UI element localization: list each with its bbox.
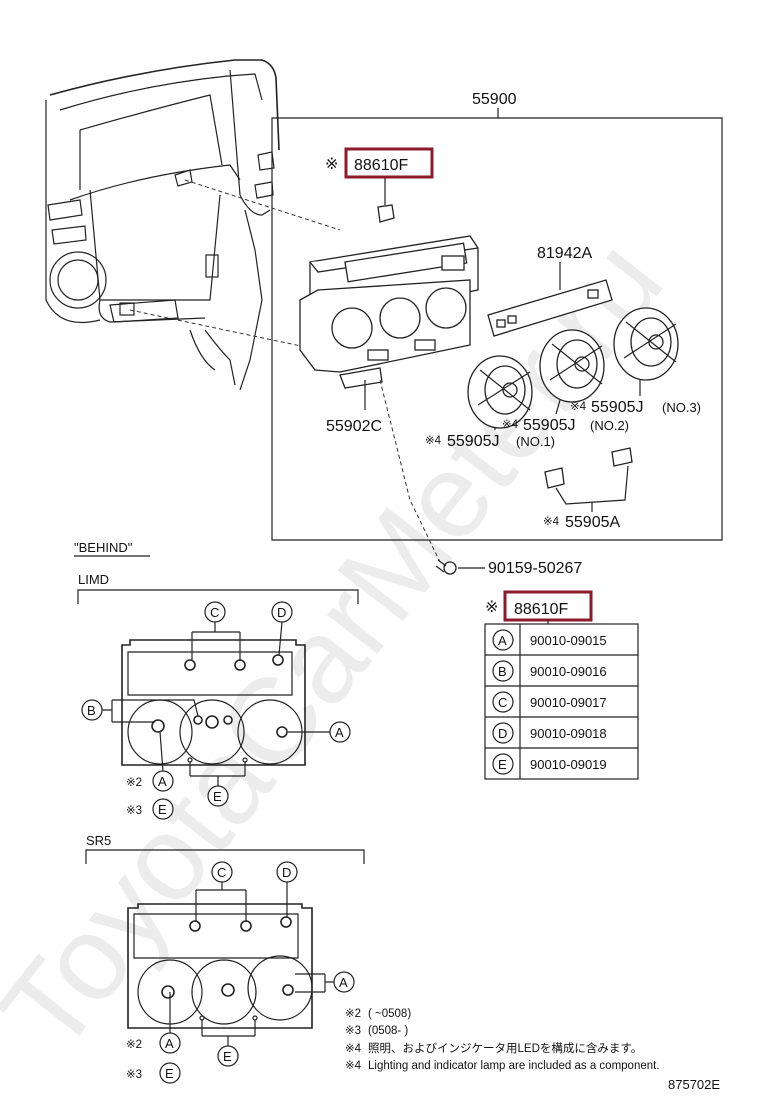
variant-limd-label: LIMD (78, 572, 109, 587)
button-part-number[interactable]: 55905A (565, 514, 620, 531)
ref-mark-table: ※ (485, 599, 498, 616)
note-mark-4: ※4 (345, 1060, 362, 1072)
knob2-note: (NO.2) (590, 418, 629, 433)
knob-no1[interactable] (467, 355, 533, 429)
limd-callout-b: B (87, 703, 96, 718)
limd-callout-c: C (210, 605, 219, 620)
bulb-socket-part-top[interactable]: 88610F (354, 157, 408, 174)
note-text-3: 照明、およびインジケータ用LEDを構成に含みます。 (368, 1041, 642, 1055)
assembly-box (271, 117, 723, 541)
push-buttons[interactable] (544, 447, 633, 489)
note-text-4: Lighting and indicator lamp are included… (368, 1060, 660, 1072)
knob1-note: (NO.1) (516, 434, 555, 449)
sr5-back-plate (127, 903, 313, 1029)
bulb-icon (377, 204, 395, 223)
sr5-callout-e: E (223, 1049, 232, 1064)
knob-no2[interactable] (539, 329, 605, 403)
table-letter-a: A (498, 633, 507, 648)
table-part-b[interactable]: 90010-09016 (530, 664, 607, 679)
note-mark-3: ※4 (345, 1043, 362, 1055)
bulb-table: A 90010-09015 B 90010-09016 C 90010-0901… (484, 623, 639, 780)
limd-mark2: ※2 (126, 777, 142, 789)
dashboard-drawing (45, 59, 280, 391)
sr5-callout-e2: E (165, 1066, 174, 1081)
screw-icon (435, 559, 457, 575)
sr5-callout-a: A (339, 975, 348, 990)
diagram-code: 875702E (668, 1077, 720, 1092)
knob1-mark: ※4 (425, 435, 442, 447)
behind-title: "BEHIND" (74, 540, 133, 555)
limd-callout-e2: E (158, 802, 167, 817)
limd-mark3: ※3 (126, 805, 142, 817)
sr5-mark2: ※2 (126, 1039, 142, 1051)
highlight-box-top (344, 147, 434, 179)
sr5-callout-d: D (282, 865, 291, 880)
button-mark: ※4 (543, 516, 560, 528)
table-letter-d: D (498, 726, 507, 741)
knob2-part-number[interactable]: 55905J (523, 417, 576, 434)
limd-callout-a: A (335, 725, 344, 740)
panel-part-number[interactable]: 81942A (537, 245, 592, 262)
table-part-e[interactable]: 90010-09019 (530, 757, 607, 772)
variant-sr5-label: SR5 (86, 833, 111, 848)
limd-callout-e: E (213, 789, 222, 804)
table-letter-b: B (498, 664, 507, 679)
knob3-mark: ※4 (570, 401, 587, 413)
table-part-d[interactable]: 90010-09018 (530, 726, 607, 741)
climate-control-unit[interactable] (299, 235, 479, 389)
knob-no3[interactable] (613, 307, 679, 381)
note-text-1: ( ~0508) (368, 1008, 411, 1020)
assembly-number: 55900 (472, 91, 517, 108)
sr5-mark3: ※3 (126, 1069, 142, 1081)
note-mark-1: ※2 (345, 1008, 361, 1020)
table-letter-e: E (498, 757, 507, 772)
knob2-mark: ※4 (502, 419, 519, 431)
knob3-part-number[interactable]: 55905J (591, 399, 644, 416)
bracket-part-number[interactable]: 55902C (326, 418, 382, 435)
note-mark-2: ※3 (345, 1025, 361, 1037)
screw-part-number[interactable]: 90159-50267 (488, 560, 582, 577)
footnotes: ※2 ( ~0508) ※3 (0508- ) ※4 照明、およびインジケータ用… (345, 1008, 660, 1072)
bulb-socket-part-table[interactable]: 88610F (514, 601, 568, 618)
ref-mark-top: ※ (325, 156, 338, 173)
table-letter-c: C (498, 695, 507, 710)
display-panel[interactable] (487, 279, 613, 337)
table-part-c[interactable]: 90010-09017 (530, 695, 607, 710)
limd-callout-a2: A (158, 774, 167, 789)
table-part-a[interactable]: 90010-09015 (530, 633, 607, 648)
sr5-callout-a2: A (165, 1036, 174, 1051)
knob1-part-number[interactable]: 55905J (447, 433, 500, 450)
sr5-callout-c: C (217, 865, 226, 880)
note-text-2: (0508- ) (368, 1025, 408, 1037)
limd-callout-d: D (277, 605, 286, 620)
knob3-note: (NO.3) (662, 400, 701, 415)
